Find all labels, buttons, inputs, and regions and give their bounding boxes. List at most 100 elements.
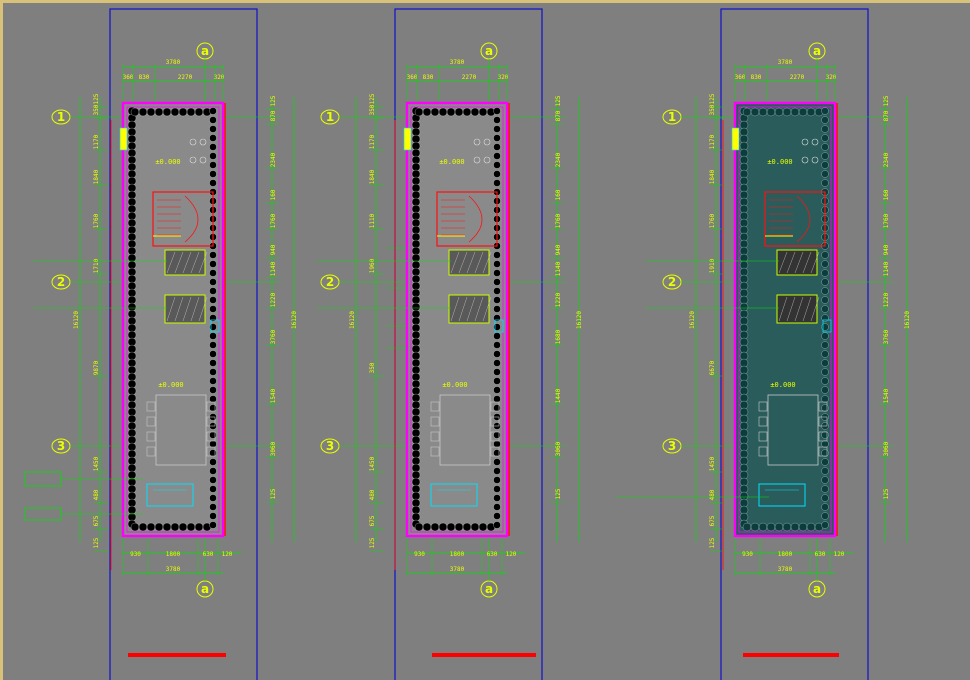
void-opening [448,249,492,276]
bottom-dim: 930 [742,551,753,558]
sheet-border [109,8,258,680]
shrub [411,386,421,396]
void-hatch [786,296,796,322]
shrub [790,522,800,532]
shrub [739,421,749,431]
void-hatch [786,251,796,274]
planting-hedge [411,106,501,532]
right-dim: 2340 [555,152,562,167]
top-dim: 360 [407,74,418,81]
left-dim: 6670 [709,360,716,375]
fixture-icon [811,156,819,164]
void-opening [776,249,820,276]
shrub [411,400,421,410]
shrub [821,287,829,295]
shrub [127,393,137,403]
shrub [739,379,749,389]
top-dim: 360 [123,74,134,81]
left-dim: 1450 [93,456,100,471]
left-dim: 1170 [93,134,100,149]
sofa [146,483,194,507]
shrub [127,442,137,452]
shrub [209,125,217,133]
chair [206,446,216,457]
right-dim: 1760 [555,213,562,228]
shrub [186,107,196,117]
light-fixtures [801,138,819,164]
shrub [127,176,137,186]
right-dim: 1540 [270,388,277,403]
shrub [130,522,140,532]
bottom-dim: 930 [130,551,141,558]
dining-table [430,394,500,466]
shrub [493,269,501,277]
bottom-total-dim: 3780 [778,566,793,573]
shrub [821,377,829,385]
shrub [493,521,501,529]
void-hatch [198,296,208,322]
left-dim: 1450 [709,456,716,471]
right-total-dim: 16120 [904,311,911,329]
shrub [739,169,749,179]
shrub [739,456,749,466]
shrub [414,107,424,117]
shrub [127,134,137,144]
shrub [493,386,501,394]
shrub [127,323,137,333]
staircase [764,191,826,247]
grid-label-bottom: a [485,582,493,596]
shrub [821,179,829,187]
shrub [209,179,217,187]
grid-bubble-left: 2 [320,274,340,290]
shrub [739,295,749,305]
table-top [439,394,491,466]
shrub [411,162,421,172]
grid-bubble-left: 3 [662,438,682,454]
void-hatch [190,296,200,322]
shrub [739,323,749,333]
bottom-total-dim: 3780 [450,566,465,573]
shrub [209,278,217,286]
void-hatch [778,251,788,274]
shrub [821,143,829,151]
shrub [430,107,440,117]
sofa [430,483,478,507]
shrub [411,470,421,480]
door-marker [731,127,740,151]
shrub [821,332,829,340]
shrub [127,190,137,200]
bottom-dim: 1800 [450,551,465,558]
shrub [739,232,749,242]
shrub [739,372,749,382]
shrub [127,449,137,459]
shrub [170,522,180,532]
shrub [127,260,137,270]
shrub [127,372,137,382]
dining-table [758,394,828,466]
shrub [766,107,776,117]
void-hatch [794,251,804,274]
shrub [478,522,488,532]
fixture-icon [199,138,207,146]
grid-bubble-top: a [480,42,498,60]
shrub [493,107,501,115]
shrub [209,323,217,331]
void-opening [448,294,492,324]
bottom-total-dim: 3780 [166,566,181,573]
fixture-icon [199,156,207,164]
shrub [422,107,432,117]
shrub [739,225,749,235]
fixture-icon [189,156,197,164]
shrub [127,281,137,291]
left-dim: 125 [369,537,376,548]
shrub [411,414,421,424]
right-total-dim: 16120 [576,311,583,329]
grid-label-left: 2 [326,275,334,289]
shrub [739,463,749,473]
left-dim: 1170 [369,134,376,149]
